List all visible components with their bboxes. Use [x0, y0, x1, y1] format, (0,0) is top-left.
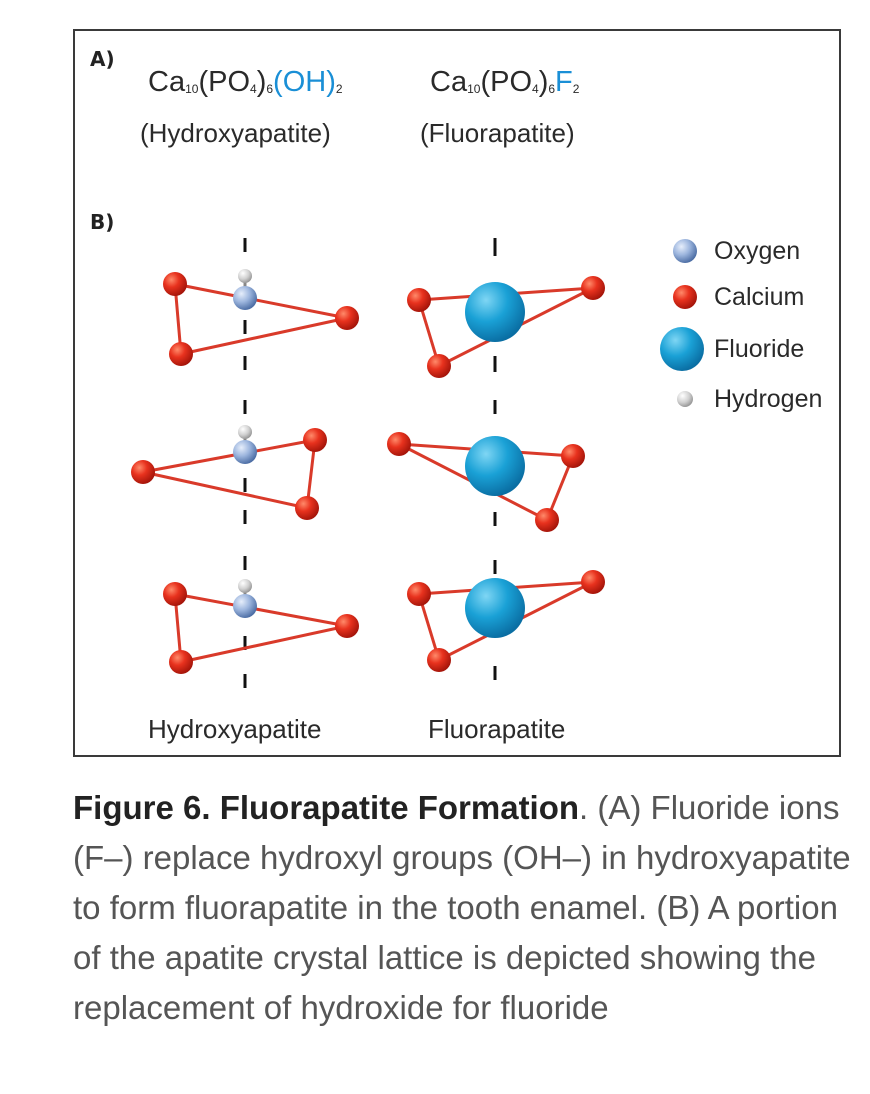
oxygen-atom-icon	[673, 239, 697, 263]
calcium-atom-icon	[427, 648, 451, 672]
fluoride-atom-icon	[465, 282, 525, 342]
caption-text: . (A) Fluoride ions (F–) replace hydroxy…	[73, 789, 851, 1026]
legend-label-hydrogen: Hydrogen	[714, 384, 823, 413]
hydrogen-atom-icon	[677, 391, 693, 407]
fluorapatite-unit-3	[407, 570, 605, 672]
calcium-atom-icon	[581, 570, 605, 594]
calcium-atom-icon	[303, 428, 327, 452]
panel-a-label: A)	[90, 47, 115, 71]
fluorapatite-name: (Fluorapatite)	[420, 118, 575, 148]
oxygen-atom-icon	[233, 594, 257, 618]
calcium-atom-icon	[163, 582, 187, 606]
calcium-atom-icon	[295, 496, 319, 520]
calcium-atom-icon	[335, 614, 359, 638]
panel-b-label: B)	[90, 210, 115, 234]
figure-panel	[73, 29, 841, 757]
fluorapatite-unit-1	[407, 276, 605, 378]
hydrogen-atom-icon	[238, 425, 252, 439]
hydroxyapatite-formula: Ca10(PO4)6(OH)2	[148, 66, 343, 98]
fluorapatite-formula: Ca10(PO4)6F2	[430, 66, 580, 98]
legend-label-fluoride: Fluoride	[714, 334, 805, 363]
fluorapatite-lattice-label: Fluorapatite	[428, 714, 566, 744]
hydroxyapatite-unit-3	[163, 579, 359, 674]
hydroxyapatite-unit-2	[131, 425, 327, 520]
calcium-atom-icon	[407, 288, 431, 312]
calcium-atom-icon	[427, 354, 451, 378]
calcium-atom-icon	[387, 432, 411, 456]
fluoride-atom-icon	[465, 578, 525, 638]
calcium-atom-icon	[673, 285, 697, 309]
fluoride-atom-icon	[465, 436, 525, 496]
calcium-atom-icon	[407, 582, 431, 606]
legend-label-calcium: Calcium	[714, 282, 805, 311]
hydrogen-atom-icon	[238, 579, 252, 593]
hydroxyapatite-lattice-label: Hydroxyapatite	[148, 714, 322, 744]
legend-item-hydrogen: Hydrogen	[668, 379, 822, 419]
hydroxyapatite-name: (Hydroxyapatite)	[140, 118, 331, 148]
hydrogen-atom-icon	[238, 269, 252, 283]
calcium-atom-icon	[581, 276, 605, 300]
legend-item-oxygen: Oxygen	[668, 231, 800, 271]
calcium-atom-icon	[169, 342, 193, 366]
calcium-atom-icon	[163, 272, 187, 296]
calcium-atom-icon	[169, 650, 193, 674]
hydroxyapatite-unit-1	[163, 269, 359, 366]
fluoride-atom-icon	[660, 327, 704, 371]
legend-item-calcium: Calcium	[668, 277, 804, 317]
oxygen-atom-icon	[233, 440, 257, 464]
legend-item-fluoride: Fluoride	[659, 327, 805, 371]
crystal-lattice-diagram	[131, 238, 605, 688]
oxygen-atom-icon	[233, 286, 257, 310]
caption-title: Figure 6. Fluorapatite Formation	[73, 789, 580, 826]
calcium-atom-icon	[561, 444, 585, 468]
fluorapatite-unit-2	[387, 432, 585, 532]
figure-caption: Figure 6. Fluorapatite Formation. (A) Fl…	[73, 783, 853, 1033]
calcium-atom-icon	[535, 508, 559, 532]
calcium-atom-icon	[335, 306, 359, 330]
calcium-atom-icon	[131, 460, 155, 484]
legend-label-oxygen: Oxygen	[714, 236, 801, 265]
